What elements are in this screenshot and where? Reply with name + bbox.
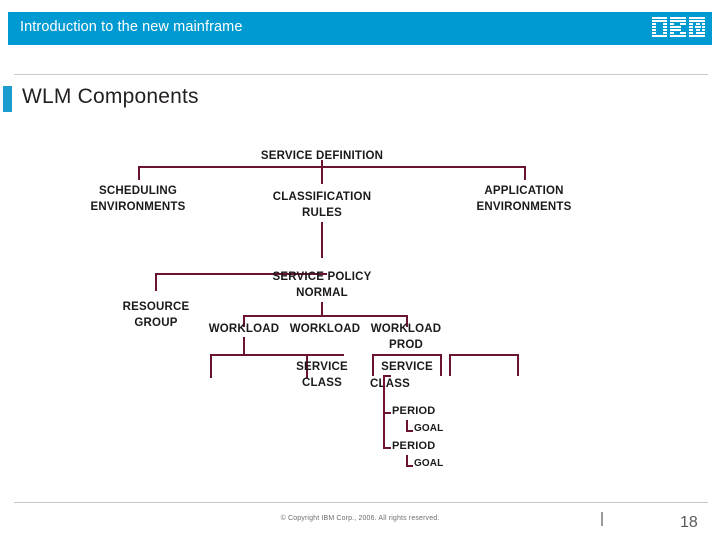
wlm-components-diagram: SERVICE DEFINITION SCHEDULING ENVIRONMEN… <box>0 132 720 477</box>
node-classification-rules-line2: RULES <box>302 207 342 219</box>
node-workload-3-line1: WORKLOAD <box>370 323 442 335</box>
connector-v-resource-group <box>155 273 157 291</box>
copyright-text: © Copyright IBM Corp., 2006. All rights … <box>280 515 440 522</box>
node-resource-group-line2: GROUP <box>134 317 178 329</box>
bracket-h-service-class-right <box>372 354 442 356</box>
connector-v-workload-3 <box>406 315 408 327</box>
node-workload-3-line2: PROD <box>388 339 424 351</box>
node-goal-2: GOAL <box>414 458 444 469</box>
connector-h-policy-left <box>155 273 327 275</box>
node-scheduling-environments-line2: ENVIRONMENTS <box>90 201 186 213</box>
elbow-v-goal-2 <box>406 455 408 467</box>
spine-tick-class <box>383 375 391 377</box>
spine-tick-period-2 <box>383 447 391 449</box>
bracket-h-workload1 <box>210 354 308 356</box>
connector-h-service-class-mid <box>300 354 344 356</box>
bracket-v-service-class-right-right <box>440 354 442 376</box>
page-number: 18 <box>680 514 698 531</box>
node-period-2: PERIOD <box>392 440 436 452</box>
node-application-environments-line2: ENVIRONMENTS <box>476 201 572 213</box>
connector-v-classification-to-policy <box>321 222 323 258</box>
elbow-v-goal-1 <box>406 420 408 432</box>
node-service-class-right-line2: CLASS <box>370 378 410 390</box>
bracket-v-workload1-left <box>210 354 212 378</box>
title-accent-bar <box>3 86 12 112</box>
elbow-h-goal-2 <box>406 465 413 467</box>
page-title: WLM Components <box>22 85 199 108</box>
node-goal-1: GOAL <box>414 423 444 434</box>
node-period-1: PERIOD <box>392 405 436 417</box>
node-service-class-mid-line1: SERVICE <box>296 361 348 373</box>
node-workload-1: WORKLOAD <box>208 323 280 335</box>
connector-v-policy-to-workloads <box>321 302 323 316</box>
connector-v-classification <box>321 160 323 184</box>
bracket-v-service-class-right-left <box>372 354 374 376</box>
node-application-environments-line1: APPLICATION <box>484 185 564 197</box>
spine-tick-period-1 <box>383 412 391 414</box>
node-service-class-right-line1: SERVICE <box>381 361 433 373</box>
node-service-policy-line2: NORMAL <box>296 287 348 299</box>
elbow-h-goal-1 <box>406 430 413 432</box>
node-scheduling-environments-line1: SCHEDULING <box>98 185 178 197</box>
connector-h-tier1 <box>138 166 526 168</box>
node-workload-2: WORKLOAD <box>289 323 361 335</box>
connector-h-workload-bus <box>243 315 408 317</box>
header-title: Introduction to the new mainframe <box>20 19 243 35</box>
connector-v-workload1-down <box>243 337 245 355</box>
node-classification-rules-line1: CLASSIFICATION <box>272 191 372 203</box>
header-banner <box>8 12 712 45</box>
node-resource-group-line1: RESOURCE <box>122 301 190 313</box>
bracket-h-far-right <box>449 354 519 356</box>
footer-separator-tick <box>601 512 603 526</box>
footer-divider <box>14 502 708 503</box>
bracket-v-far-right-left <box>449 354 451 376</box>
ibm-logo <box>652 17 706 39</box>
node-service-definition: SERVICE DEFINITION <box>260 150 384 162</box>
connector-v-workload-1 <box>243 315 245 327</box>
bracket-v-far-right-right <box>517 354 519 376</box>
connector-v-application <box>524 166 526 180</box>
title-divider <box>14 74 708 75</box>
node-service-policy-line1: SERVICE POLICY <box>272 271 372 283</box>
node-service-class-mid-line2: CLASS <box>302 377 342 389</box>
bracket-v-workload1-right <box>306 354 308 378</box>
connector-v-scheduling <box>138 166 140 180</box>
